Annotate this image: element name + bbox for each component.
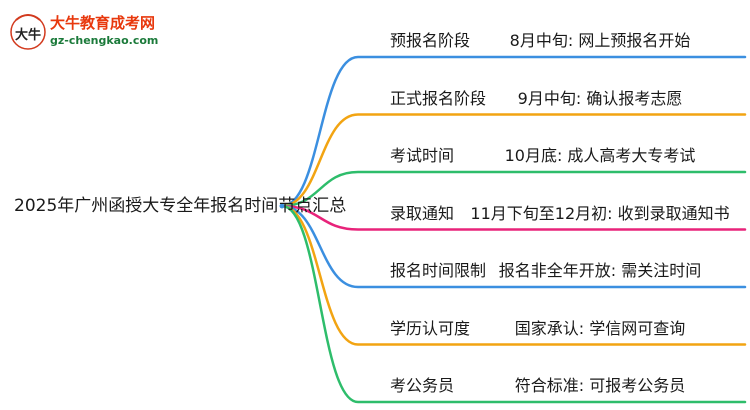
branch-value: 报名非全年开放: 需关注时间	[498, 261, 702, 280]
branch-value: 8月中旬: 网上预报名开始	[509, 31, 691, 50]
branch-connector	[280, 204, 747, 404]
branch-label: 考公务员	[390, 376, 455, 395]
branch-label: 正式报名阶段	[390, 88, 487, 108]
logo-emblem-text: 大牛	[15, 27, 41, 43]
branch-value: 9月中旬: 确认报考志愿	[517, 88, 683, 108]
branch-connector	[280, 170, 747, 208]
logo-title: 大牛教育成考网	[50, 14, 156, 32]
logo-url: gz-chengkao.com	[50, 34, 159, 47]
bull-logo-icon: 大牛	[10, 14, 46, 50]
root-junction	[279, 203, 285, 209]
branch-connector	[280, 113, 747, 208]
branch-connector	[280, 55, 747, 208]
branch-label: 学历认可度	[390, 318, 471, 338]
site-logo[interactable]: 大牛 大牛教育成考网 gz-chengkao.com	[8, 8, 178, 54]
branch-connector	[280, 204, 747, 231]
branch-value: 国家承认: 学信网可查询	[514, 318, 686, 338]
root-node-label: 2025年广州函授大专全年报名时间节点汇总	[14, 196, 347, 216]
branch-value: 11月下旬至12月初: 收到录取通知书	[470, 203, 730, 223]
branch-value: 符合标准: 可报考公务员	[514, 376, 686, 395]
branch-label: 录取通知	[390, 203, 455, 223]
branch-label: 预报名阶段	[390, 31, 471, 50]
branch-value: 10月底: 成人高考大专考试	[504, 146, 696, 165]
branch-connector	[280, 204, 747, 346]
branch-label: 报名时间限制	[390, 261, 487, 280]
branch-connector	[280, 204, 747, 289]
branch-label: 考试时间	[390, 146, 455, 165]
